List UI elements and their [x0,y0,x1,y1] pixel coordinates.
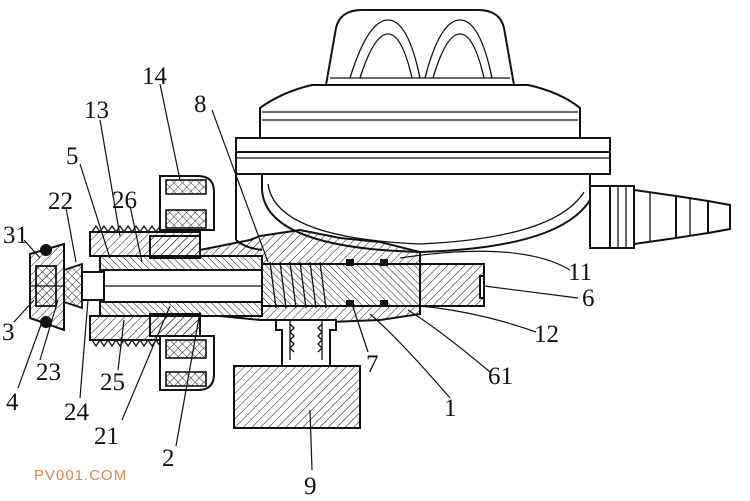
nipple-head [29,242,65,332]
label-25: 25 [100,369,125,396]
label-4: 4 [6,389,19,416]
label-3: 3 [2,319,15,346]
o-ring [380,259,388,266]
label-12: 12 [534,321,559,348]
regulator-cap [235,9,611,175]
mounting-base [233,319,361,429]
label-9: 9 [304,473,317,500]
collar-nut [149,235,201,337]
watermark: PV001.COM [34,467,127,484]
leader-lines [13,83,579,471]
label-26: 26 [112,187,137,214]
label-24: 24 [64,399,90,426]
label-61: 61 [488,363,513,390]
label-11: 11 [568,259,592,286]
o-ring [380,300,388,307]
ball [40,316,52,328]
handwheel [159,175,215,391]
label-14: 14 [142,63,168,90]
label-5: 5 [66,143,79,170]
o-ring [346,300,354,307]
label-6: 6 [582,285,595,312]
reference-labels: 31 22 5 13 14 26 8 11 6 12 61 1 7 9 2 21… [2,63,595,500]
label-23: 23 [36,359,61,386]
o-ring [346,259,354,266]
label-7: 7 [366,351,379,378]
label-22: 22 [48,188,73,215]
label-31: 31 [3,222,28,249]
ball [40,244,52,256]
valve-body-section [199,228,485,324]
label-13: 13 [84,97,109,124]
spring [269,261,327,309]
label-21: 21 [94,423,119,450]
hose-barb-outlet [609,185,731,249]
label-8: 8 [194,91,207,118]
label-2: 2 [162,445,175,472]
label-1: 1 [444,395,457,422]
